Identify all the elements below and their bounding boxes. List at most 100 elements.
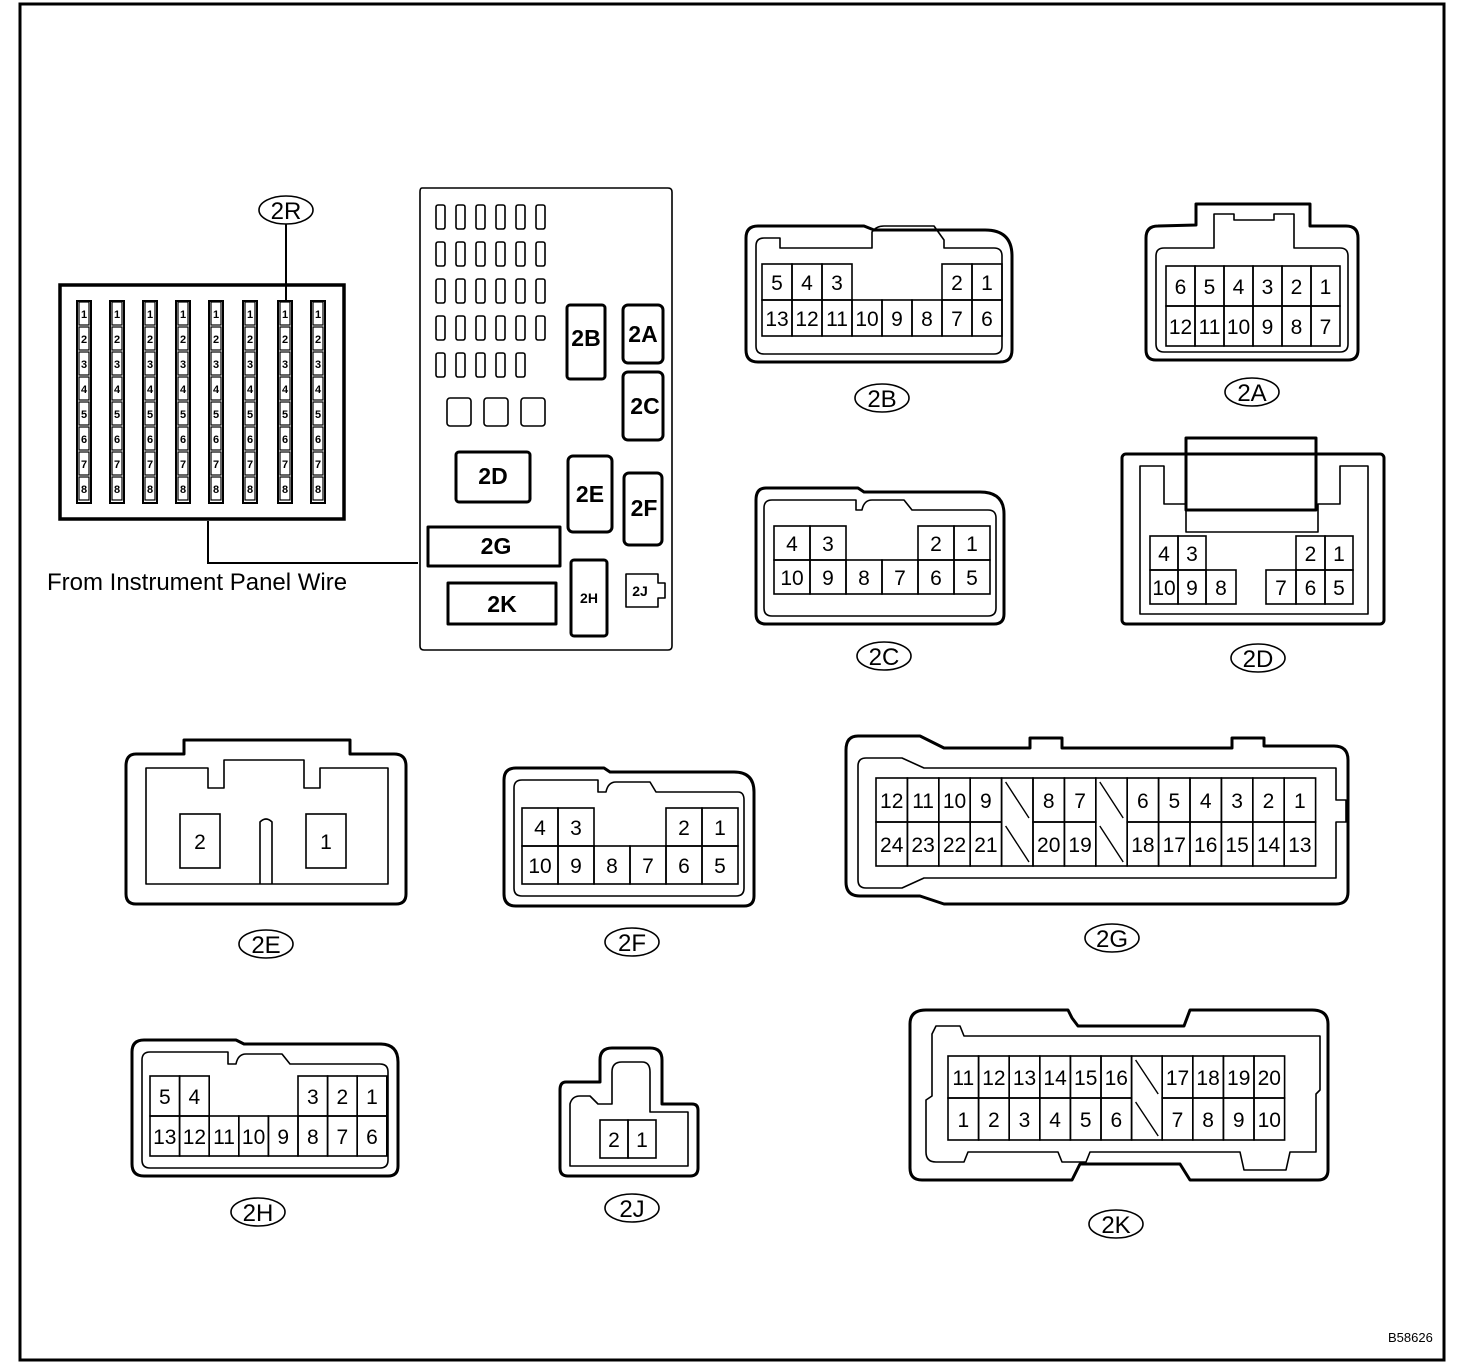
connector-2C-pin: 9 bbox=[822, 567, 834, 590]
connector-2K-pin: 19 bbox=[1227, 1067, 1250, 1090]
connector-2G-pin: 19 bbox=[1068, 834, 1091, 857]
connector-2G-pin: 5 bbox=[1168, 790, 1180, 813]
connector-2H-pin: 10 bbox=[242, 1126, 265, 1149]
connector-2C-pin: 3 bbox=[822, 533, 834, 556]
connector-2R-pin: 7 bbox=[315, 459, 321, 471]
connector-2R-pin: 6 bbox=[180, 434, 186, 446]
connector-2R-pin: 7 bbox=[282, 459, 288, 471]
connector-2K-pin: 20 bbox=[1258, 1067, 1281, 1090]
slot-2H-label: 2H bbox=[580, 590, 598, 606]
connector-2C-label: 2C bbox=[869, 644, 900, 671]
connector-2C-pin: 5 bbox=[966, 567, 978, 590]
connector-2C bbox=[754, 486, 1006, 671]
connector-2A-pin: 2 bbox=[1291, 276, 1303, 299]
connector-2F-label: 2F bbox=[618, 930, 646, 957]
connector-2D-pin: 2 bbox=[1305, 543, 1317, 566]
connector-2R-pin: 6 bbox=[114, 434, 120, 446]
slot-2G-label: 2G bbox=[481, 533, 512, 559]
connector-2J bbox=[558, 1046, 700, 1223]
connector-2B-pin: 3 bbox=[831, 272, 843, 295]
connector-2A-pin: 10 bbox=[1227, 316, 1250, 339]
connector-2G-pin: 24 bbox=[880, 834, 904, 857]
connector-2R-pin: 6 bbox=[147, 434, 153, 446]
connector-2R-pin: 2 bbox=[180, 334, 186, 346]
caption-from-instrument-panel-wire: From Instrument Panel Wire bbox=[47, 569, 347, 596]
connector-2G-pin: 12 bbox=[880, 790, 903, 813]
connector-2R-label: 2R bbox=[271, 198, 302, 225]
connector-2R-pin: 4 bbox=[315, 384, 322, 396]
connector-2A-pin: 3 bbox=[1262, 276, 1274, 299]
connector-2R-callout bbox=[258, 195, 314, 225]
connector-2H-pin: 5 bbox=[159, 1086, 171, 1109]
junction-block: 2B 2A 2C 2D 2E 2F 2G 2K 2H 2J bbox=[419, 187, 673, 651]
slot-2A-label: 2A bbox=[628, 321, 657, 347]
connector-2K-pin: 9 bbox=[1233, 1109, 1245, 1132]
connector-2R-pin: 4 bbox=[247, 384, 254, 396]
connector-2B-pin: 1 bbox=[981, 272, 993, 295]
connector-2D-pin: 4 bbox=[1158, 543, 1170, 566]
connector-2R-pin: 1 bbox=[147, 309, 153, 321]
connector-2K-label: 2K bbox=[1101, 1212, 1130, 1239]
connector-2K-pin: 16 bbox=[1105, 1067, 1128, 1090]
connector-2H-pin: 13 bbox=[153, 1126, 176, 1149]
connector-2R-pin: 5 bbox=[81, 409, 87, 421]
connector-2G-pin: 16 bbox=[1194, 834, 1217, 857]
connector-2G-pin: 17 bbox=[1163, 834, 1186, 857]
connector-2B-pin: 10 bbox=[855, 308, 878, 331]
connector-2D-pin: 8 bbox=[1215, 577, 1227, 600]
connector-2F-pin: 1 bbox=[714, 817, 726, 840]
connector-2A-pin: 7 bbox=[1320, 316, 1332, 339]
connector-2E bbox=[124, 738, 408, 959]
connector-2A-pin: 6 bbox=[1175, 276, 1187, 299]
connector-2R-pin: 8 bbox=[247, 484, 253, 496]
connector-2K-pin: 13 bbox=[1013, 1067, 1036, 1090]
connector-2K-pin: 7 bbox=[1172, 1109, 1184, 1132]
connector-2H-pin: 4 bbox=[189, 1086, 201, 1109]
connector-2F-pin: 2 bbox=[678, 817, 690, 840]
connector-2R-pin: 7 bbox=[247, 459, 253, 471]
connector-2G-pin: 13 bbox=[1288, 834, 1311, 857]
connector-2R-pin: 3 bbox=[315, 359, 321, 371]
connector-2H-pin: 2 bbox=[337, 1086, 349, 1109]
connector-2A-pin: 9 bbox=[1262, 316, 1274, 339]
connector-2R-pin: 1 bbox=[81, 309, 87, 321]
connector-2B-pin: 7 bbox=[951, 308, 963, 331]
connector-2C-pin: 8 bbox=[858, 567, 870, 590]
connector-2R-pin: 1 bbox=[247, 309, 253, 321]
connector-2K-pin: 5 bbox=[1080, 1109, 1092, 1132]
connector-2K-pin: 18 bbox=[1196, 1067, 1219, 1090]
slot-2K-label: 2K bbox=[487, 591, 517, 617]
connector-2H-label: 2H bbox=[243, 1200, 274, 1227]
connector-2R-pin: 8 bbox=[114, 484, 120, 496]
connector-2R-pin: 8 bbox=[180, 484, 186, 496]
connector-2K-pin: 1 bbox=[957, 1109, 969, 1132]
connector-2R-pin: 7 bbox=[147, 459, 153, 471]
connector-2R-pin: 7 bbox=[81, 459, 87, 471]
connector-2R-pin: 5 bbox=[247, 409, 253, 421]
connector-2E-label: 2E bbox=[251, 932, 280, 959]
connector-2G-pin: 7 bbox=[1074, 790, 1086, 813]
slot-2E-label: 2E bbox=[576, 481, 604, 507]
connector-2D bbox=[1120, 436, 1386, 673]
connector-2J-label: 2J bbox=[619, 1196, 644, 1223]
connector-2R-pin: 7 bbox=[114, 459, 120, 471]
connector-2R-pin: 6 bbox=[213, 434, 219, 446]
connector-2G-pin: 8 bbox=[1043, 790, 1055, 813]
connector-2R-pin: 5 bbox=[147, 409, 153, 421]
connector-2D-pin: 9 bbox=[1186, 577, 1198, 600]
connector-2H-pin: 8 bbox=[307, 1126, 319, 1149]
connector-2R-pin: 1 bbox=[180, 309, 186, 321]
connector-2B-label: 2B bbox=[867, 386, 896, 413]
connector-2K-pin: 8 bbox=[1202, 1109, 1214, 1132]
connector-2R-pin: 2 bbox=[81, 334, 87, 346]
connector-2F-pin: 9 bbox=[570, 855, 582, 878]
connector-2H-pin: 6 bbox=[366, 1126, 378, 1149]
connector-2K-pin: 10 bbox=[1258, 1109, 1281, 1132]
